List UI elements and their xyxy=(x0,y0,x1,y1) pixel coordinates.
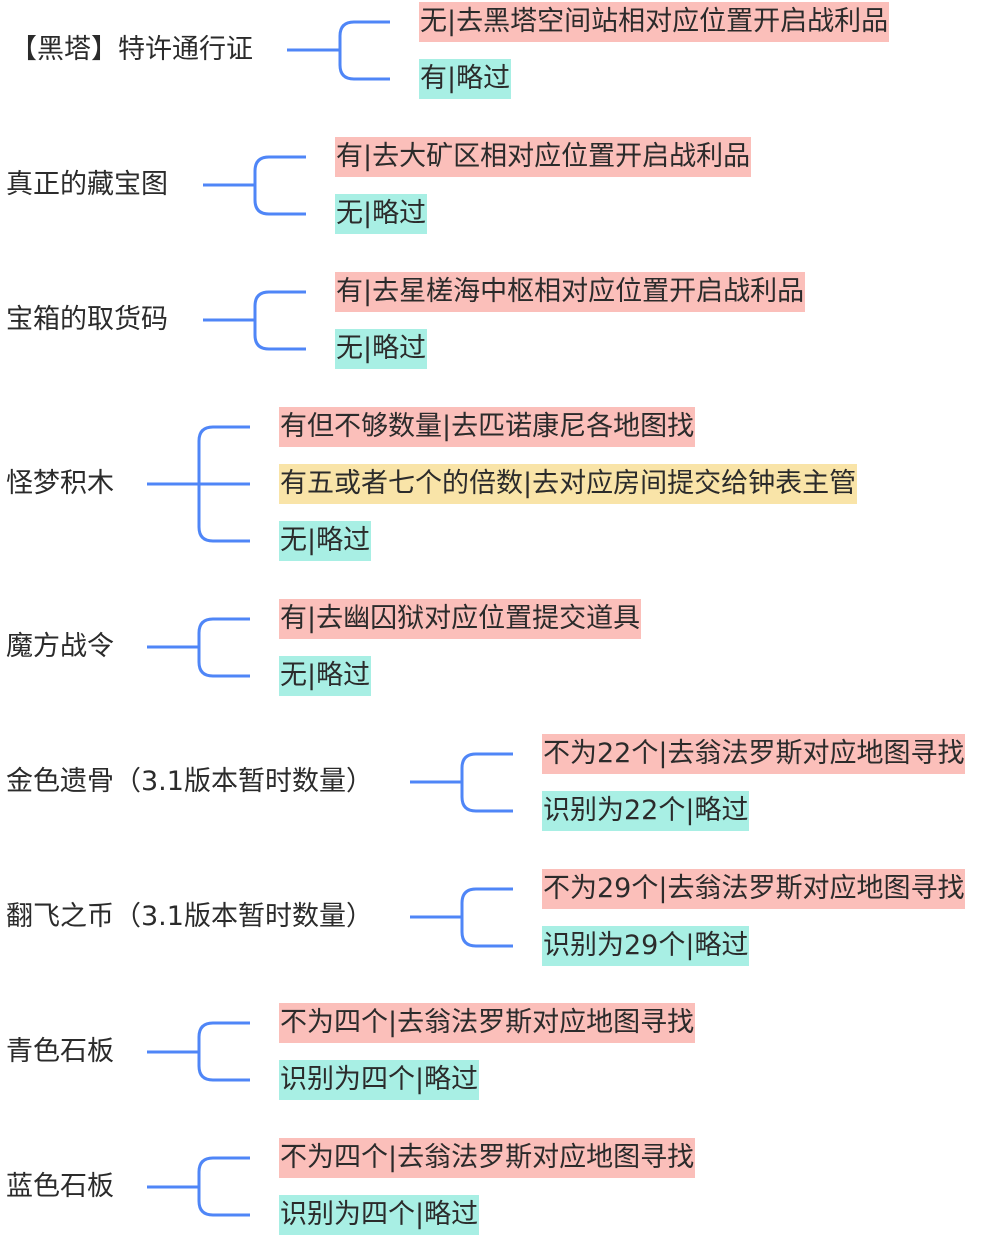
branch-line xyxy=(197,1187,250,1217)
branch-line xyxy=(253,290,306,320)
root-topic[interactable]: 【黑塔】特许通行证 xyxy=(10,34,253,65)
branch-line xyxy=(197,484,250,543)
branch-line xyxy=(460,752,513,782)
branch-line xyxy=(197,1156,250,1187)
branch-line xyxy=(197,1052,250,1082)
subtopic-pink[interactable]: 不为22个|去翁法罗斯对应地图寻找 xyxy=(542,734,966,774)
branch-line xyxy=(197,617,250,647)
subtopic-yellow[interactable]: 有五或者七个的倍数|去对应房间提交给钟表主管 xyxy=(279,464,858,504)
root-topic[interactable]: 金色遗骨（3.1版本暂时数量） xyxy=(6,766,373,797)
branch-line xyxy=(460,782,513,813)
branch-line xyxy=(197,425,250,484)
subtopic-teal[interactable]: 有|略过 xyxy=(419,59,512,99)
root-topic[interactable]: 青色石板 xyxy=(6,1036,114,1067)
subtopic-teal[interactable]: 识别为22个|略过 xyxy=(542,791,750,831)
branch-line xyxy=(253,155,306,185)
subtopic-pink[interactable]: 无|去黑塔空间站相对应位置开启战利品 xyxy=(419,2,890,42)
subtopic-teal[interactable]: 无|略过 xyxy=(335,329,428,369)
subtopic-teal[interactable]: 无|略过 xyxy=(335,194,428,234)
branch-line xyxy=(338,20,390,50)
root-topic[interactable]: 宝箱的取货码 xyxy=(6,304,168,335)
root-topic[interactable]: 真正的藏宝图 xyxy=(6,169,168,200)
root-topic[interactable]: 怪梦积木 xyxy=(6,468,114,499)
subtopic-pink[interactable]: 有|去大矿区相对应位置开启战利品 xyxy=(335,137,752,177)
branch-line xyxy=(197,647,250,678)
subtopic-pink[interactable]: 有|去星槎海中枢相对应位置开启战利品 xyxy=(335,272,806,312)
subtopic-pink[interactable]: 不为四个|去翁法罗斯对应地图寻找 xyxy=(279,1138,696,1178)
subtopic-teal[interactable]: 识别为四个|略过 xyxy=(279,1195,480,1235)
subtopic-teal[interactable]: 识别为29个|略过 xyxy=(542,926,750,966)
branch-line xyxy=(253,320,306,351)
subtopic-teal[interactable]: 无|略过 xyxy=(279,656,372,696)
subtopic-teal[interactable]: 无|略过 xyxy=(279,521,372,561)
subtopic-teal[interactable]: 识别为四个|略过 xyxy=(279,1060,480,1100)
branch-line xyxy=(460,917,513,948)
branch-line xyxy=(460,887,513,917)
root-topic[interactable]: 蓝色石板 xyxy=(6,1171,114,1202)
branch-line xyxy=(338,50,390,81)
branch-line xyxy=(197,1021,250,1052)
root-topic[interactable]: 翻飞之币（3.1版本暂时数量） xyxy=(6,901,373,932)
subtopic-pink[interactable]: 不为四个|去翁法罗斯对应地图寻找 xyxy=(279,1003,696,1043)
subtopic-pink[interactable]: 有|去幽囚狱对应位置提交道具 xyxy=(279,599,642,639)
subtopic-pink[interactable]: 有但不够数量|去匹诺康尼各地图找 xyxy=(279,407,696,447)
root-topic[interactable]: 魔方战令 xyxy=(6,631,114,662)
branch-line xyxy=(253,185,306,216)
subtopic-pink[interactable]: 不为29个|去翁法罗斯对应地图寻找 xyxy=(542,869,966,909)
